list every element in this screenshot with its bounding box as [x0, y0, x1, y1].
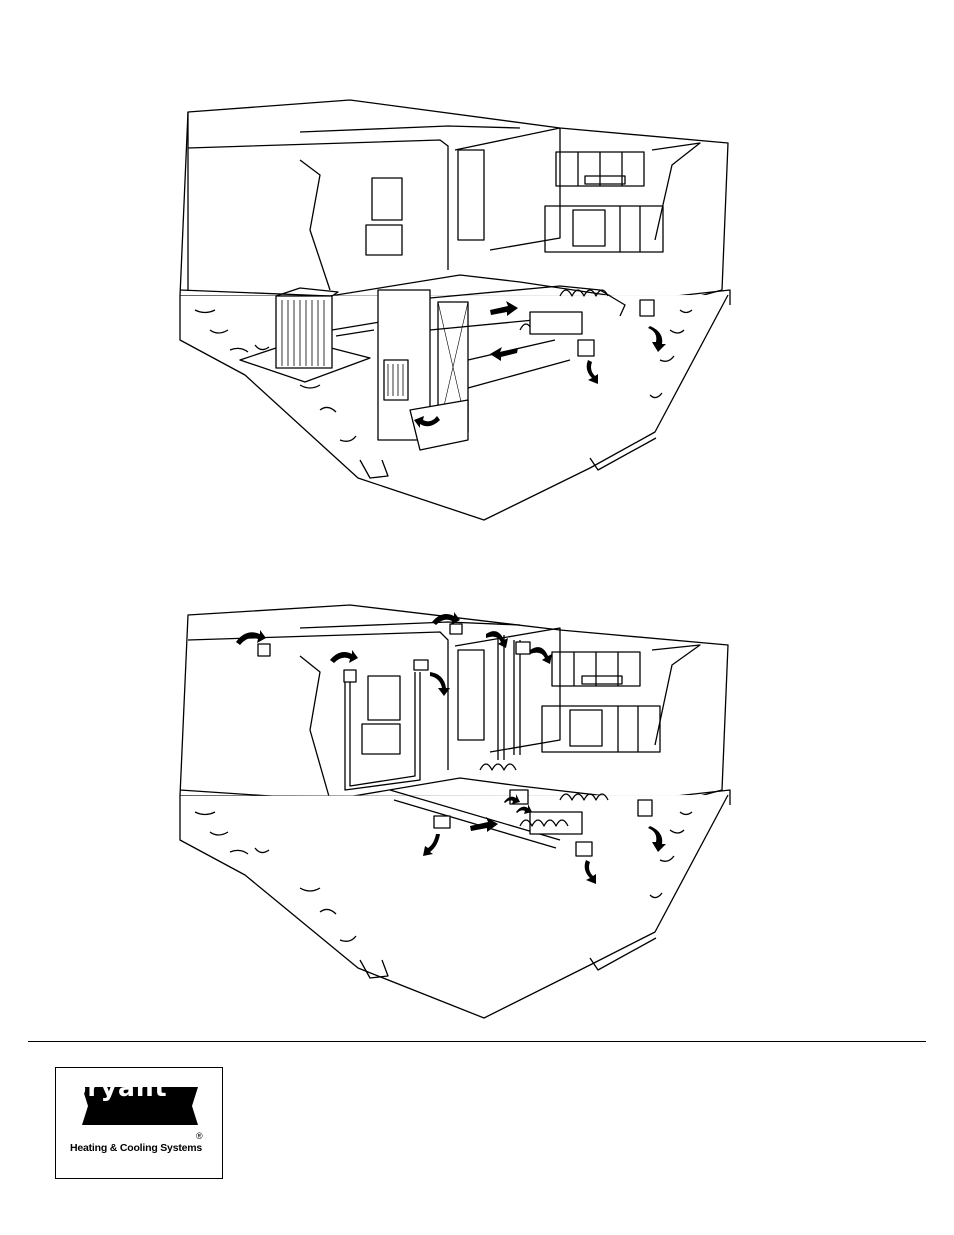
brand-tagline: Heating & Cooling Systems	[56, 1142, 216, 1154]
cooling-system-cutaway-illustration	[0, 90, 954, 530]
footer-divider	[28, 1041, 926, 1042]
air-distribution-cutaway-illustration	[0, 595, 954, 1025]
bryant-logo: bryant ® Heating & Cooling Systems	[55, 1067, 223, 1179]
brand-name: bryant	[56, 1068, 180, 1106]
registered-mark: ®	[196, 1131, 203, 1141]
